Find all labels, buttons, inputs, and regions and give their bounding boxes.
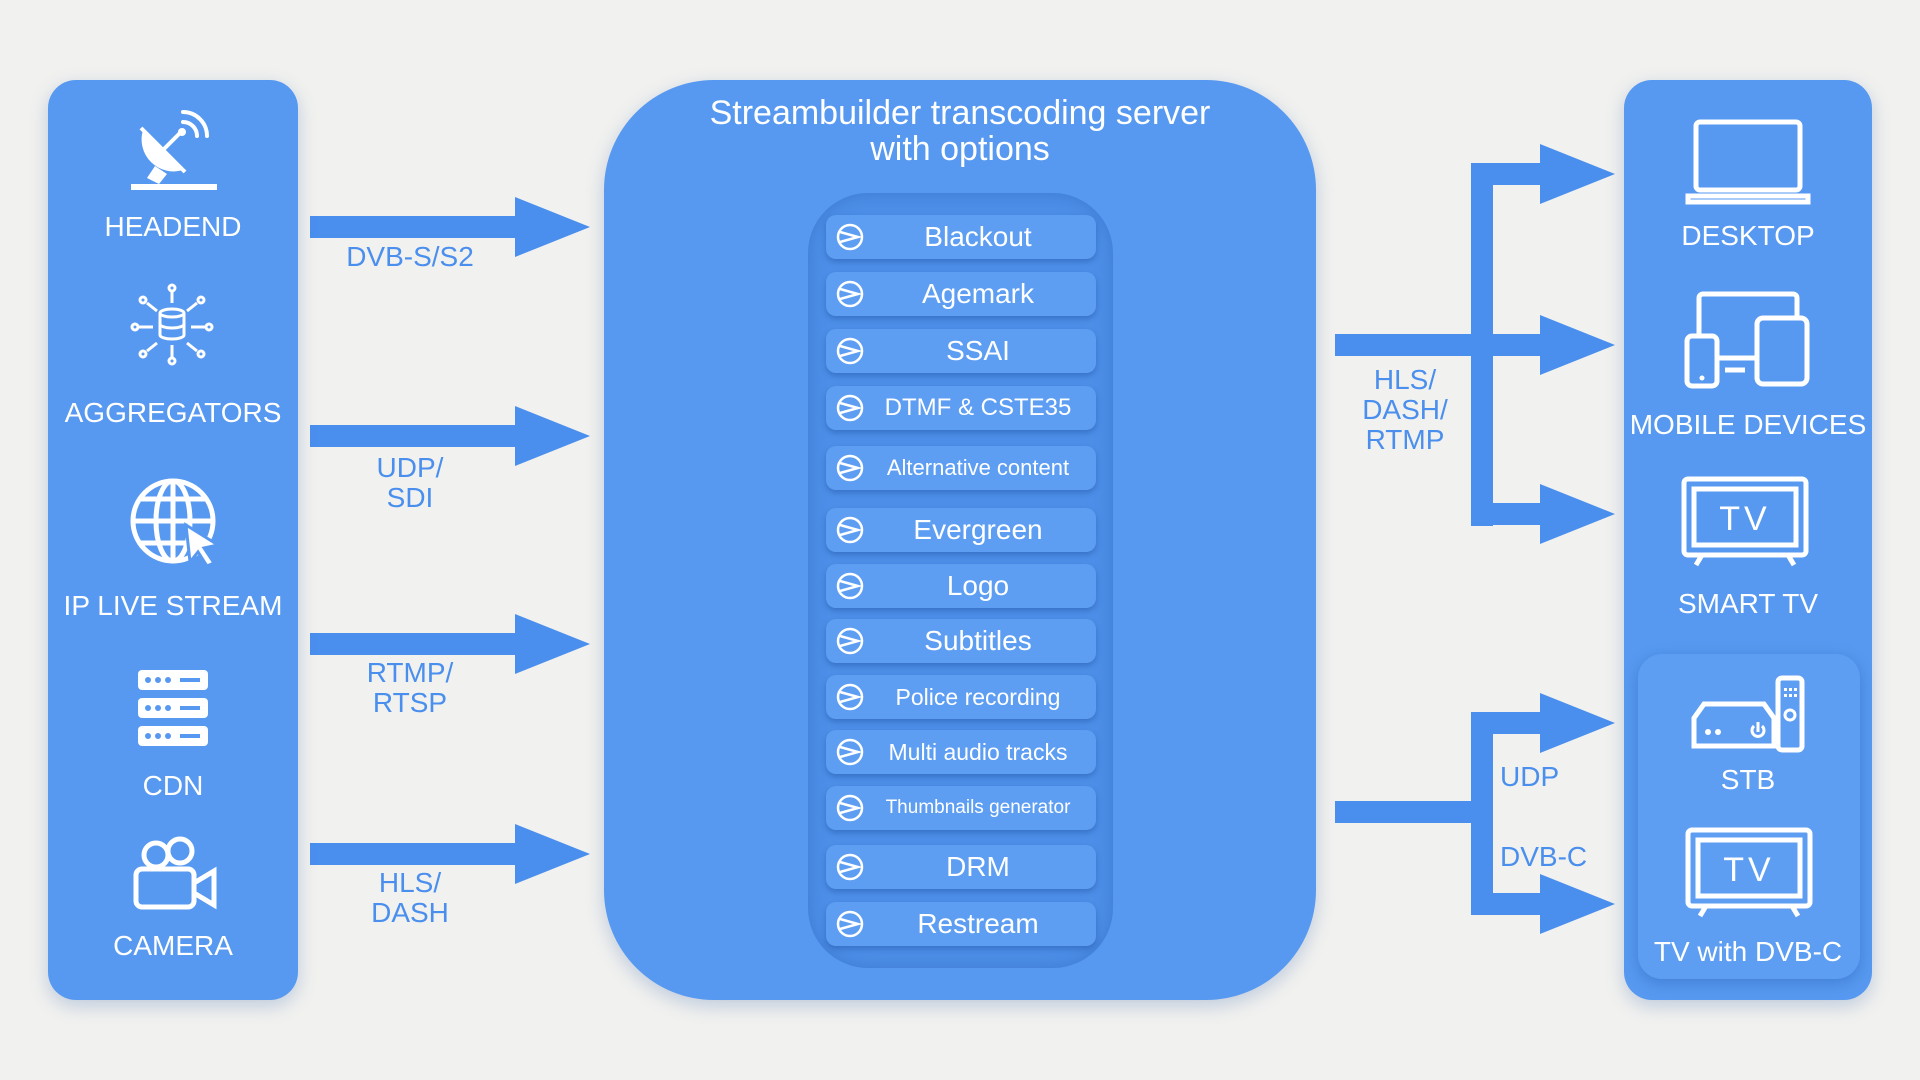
option-alternative-content[interactable]: Alternative content	[826, 446, 1096, 490]
input-arrow-dvb	[310, 197, 590, 257]
option-subtitles[interactable]: Subtitles	[826, 619, 1096, 663]
video-camera-icon	[133, 836, 217, 910]
option-thumbnails-generator[interactable]: Thumbnails generator	[826, 786, 1096, 830]
output-protocol-dvbc: DVB-C	[1500, 841, 1588, 872]
set-top-box-icon	[1691, 675, 1805, 753]
source-label-ip-live-stream: IP LIVE STREAM	[63, 590, 283, 621]
option-arrow-icon	[836, 910, 864, 938]
laptop-icon	[1685, 119, 1811, 205]
ott-arrow-mobile	[1480, 315, 1615, 375]
input-protocol-hls: HLS/DASH	[371, 867, 449, 928]
option-police-recording[interactable]: Police recording	[826, 675, 1096, 719]
output-protocol-udp: UDP	[1500, 761, 1560, 792]
destination-label-mobile-devices: MOBILE DEVICES	[1629, 409, 1867, 440]
option-arrow-icon	[836, 794, 864, 822]
bc-arrow-stb	[1471, 693, 1615, 753]
destination-label-smart-tv: SMART TV	[1677, 588, 1819, 619]
source-label-aggregators: AGGREGATORS	[64, 397, 282, 428]
option-arrow-icon	[836, 280, 864, 308]
option-arrow-icon	[836, 572, 864, 600]
option-agemark[interactable]: Agemark	[826, 272, 1096, 316]
bc-arrow-tv	[1471, 874, 1615, 934]
input-protocol-rtmp: RTMP/RTSP	[366, 657, 454, 718]
devices-icon	[1684, 291, 1810, 389]
ott-trunk	[1335, 334, 1475, 356]
globe-cursor-icon	[130, 478, 222, 568]
ott-arrow-tv	[1471, 484, 1615, 544]
option-dtmf-cste35[interactable]: DTMF & CSTE35	[826, 386, 1096, 430]
option-evergreen[interactable]: Evergreen	[826, 508, 1096, 552]
option-arrow-icon	[836, 683, 864, 711]
option-restream[interactable]: Restream	[826, 902, 1096, 946]
option-drm[interactable]: DRM	[826, 845, 1096, 889]
tv-icon: TV	[1685, 827, 1813, 918]
destination-label-tv-dvbc: TV with DVB-C	[1653, 936, 1843, 967]
option-multi-audio-tracks[interactable]: Multi audio tracks	[826, 730, 1096, 774]
source-label-headend: HEADEND	[104, 211, 242, 242]
option-arrow-icon	[836, 454, 864, 482]
option-arrow-icon	[836, 627, 864, 655]
input-protocol-dvb: DVB-S/S2	[346, 241, 474, 272]
input-protocol-udp: UDP/SDI	[376, 452, 444, 513]
bc-vertical	[1471, 712, 1493, 915]
option-ssai[interactable]: SSAI	[826, 329, 1096, 373]
server-stack-icon	[138, 670, 208, 746]
input-arrow-udp	[310, 406, 590, 466]
option-arrow-icon	[836, 853, 864, 881]
option-logo[interactable]: Logo	[826, 564, 1096, 608]
network-hub-icon	[130, 283, 214, 366]
tv-icon-text: TV	[1719, 500, 1770, 538]
bc-trunk	[1335, 801, 1475, 823]
destination-label-desktop: DESKTOP	[1681, 220, 1815, 251]
ott-arrow-desktop	[1471, 144, 1615, 204]
satellite-dish-icon	[131, 110, 217, 190]
broadcast-devices-panel	[1638, 654, 1860, 979]
output-protocol-ott: HLS/ DASH/ RTMP	[1362, 364, 1448, 455]
input-arrow-hls	[310, 824, 590, 884]
option-arrow-icon	[836, 337, 864, 365]
server-title: Streambuilder transcoding server with op…	[709, 94, 1211, 168]
tv-icon: TV	[1681, 476, 1809, 567]
source-label-cdn: CDN	[142, 770, 204, 801]
option-blackout[interactable]: Blackout	[826, 215, 1096, 259]
option-arrow-icon	[836, 223, 864, 251]
input-arrow-rtmp	[310, 614, 590, 674]
tv-icon-text: TV	[1723, 851, 1774, 889]
source-label-camera: CAMERA	[113, 930, 233, 961]
option-arrow-icon	[836, 516, 864, 544]
option-arrow-icon	[836, 738, 864, 766]
destination-label-stb: STB	[1720, 764, 1776, 795]
option-arrow-icon	[836, 394, 864, 422]
